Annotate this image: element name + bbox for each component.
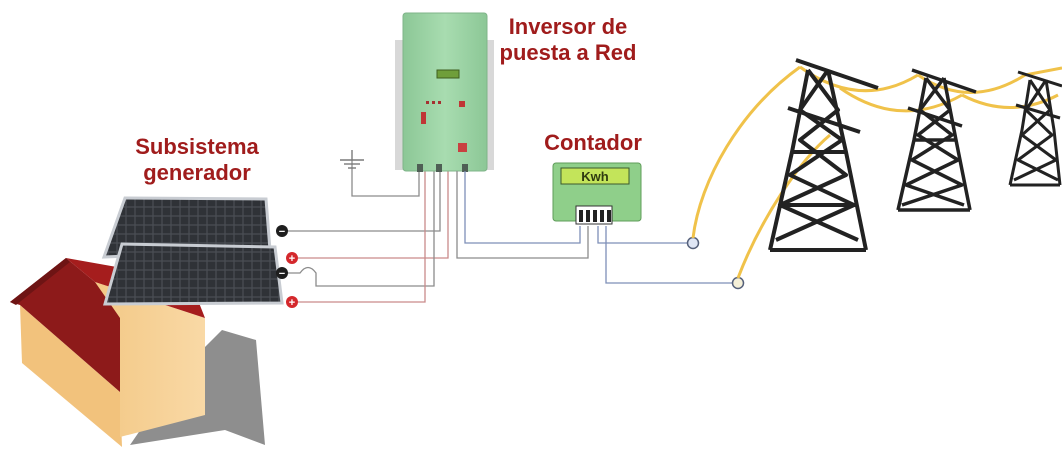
meter-display [560, 167, 630, 185]
positive-symbol: + [289, 253, 295, 265]
wire-positive-2 [298, 170, 426, 303]
power-line-7 [1024, 66, 1062, 77]
house-roof-edge [10, 258, 70, 305]
wire-inverter-meter-2 [456, 171, 589, 259]
tower-3 [1008, 70, 1062, 187]
inverter-button-2 [459, 101, 465, 107]
inverter-display [436, 69, 460, 79]
negative-symbol: − [279, 268, 285, 280]
negative-terminal-top: − [276, 225, 288, 238]
inverter-label-line1: Inversor de [508, 14, 628, 39]
tower-2 [896, 68, 977, 212]
positive-terminal-bottom: + [286, 296, 298, 309]
grid-connector-1 [686, 236, 700, 250]
negative-terminal-bottom: − [276, 267, 288, 280]
energy-meter-icon: Kwh [552, 162, 642, 225]
inverter-led-3 [438, 101, 441, 104]
generator-label-line1: Subsistema [135, 134, 259, 159]
house-wall-front [95, 282, 205, 437]
generator-label-line2: generador [143, 160, 251, 185]
inverter-button-1 [421, 112, 426, 124]
wire-meter-grid-2 [605, 226, 734, 284]
meter-display-text: Kwh [581, 169, 609, 184]
inverter-body [402, 12, 488, 172]
ac-wiring [456, 171, 589, 259]
wire-ground [351, 160, 420, 197]
wire-inverter-meter-1 [464, 171, 581, 244]
grid-wiring [597, 226, 734, 284]
inverter-label: Inversor de puesta a Red [478, 14, 658, 66]
house-wall-left [20, 305, 122, 447]
meter-terminal-2 [586, 210, 590, 222]
dc-wiring [288, 160, 449, 303]
inverter-mount-right [486, 40, 494, 170]
grid-connector-2 [731, 276, 745, 290]
power-line-1 [691, 65, 801, 239]
house-roof-left [10, 258, 120, 392]
inverter-mount-left [395, 40, 403, 170]
power-lines [691, 65, 1062, 279]
meter-terminal-1 [579, 210, 583, 222]
solar-panel-front [103, 242, 284, 306]
solar-panel-icon [101, 196, 284, 306]
inverter-port [458, 143, 467, 152]
inverter-led-2 [432, 101, 435, 104]
inverter-connector-3 [462, 164, 468, 172]
ground-icon [340, 150, 364, 169]
transmission-tower-icon [768, 58, 1062, 252]
wire-negative-1 [288, 170, 441, 232]
tower-1 [768, 58, 879, 252]
positive-terminal-top: + [286, 252, 298, 265]
generator-subsystem-label: Subsistema generador [112, 134, 282, 186]
inverter-label-line2: puesta a Red [499, 40, 637, 65]
inverter-led-1 [426, 101, 429, 104]
inverter-icon [395, 12, 494, 172]
inverter-connector-1 [417, 164, 423, 172]
wire-meter-grid-1 [597, 226, 688, 244]
meter-terminal-5 [607, 210, 611, 222]
meter-label: Contador [528, 130, 658, 156]
wire-positive-1 [298, 170, 449, 259]
meter-terminal-4 [600, 210, 604, 222]
meter-terminal-3 [593, 210, 597, 222]
meter-label-text: Contador [544, 130, 642, 155]
positive-symbol: + [289, 297, 295, 309]
wire-negative-2 [288, 170, 435, 287]
negative-symbol: − [279, 226, 285, 238]
inverter-connector-2 [436, 164, 442, 172]
